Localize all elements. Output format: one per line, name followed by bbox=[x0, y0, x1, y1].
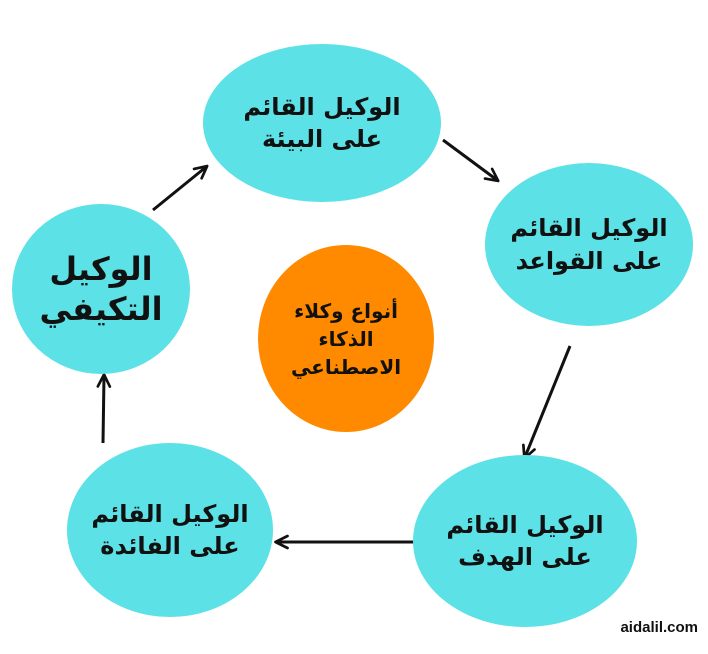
node-environment-based-agent: الوكيل القائم على البيئة bbox=[203, 44, 441, 202]
center-line-3: الاصطناعي bbox=[290, 354, 402, 379]
node-adaptive-line-2: التكيفي bbox=[39, 290, 163, 328]
node-adaptive-line-1: الوكيل bbox=[49, 250, 153, 288]
node-utility-line-1: الوكيل القائم bbox=[91, 499, 249, 528]
arrow-environment-to-rules bbox=[442, 138, 500, 183]
arrow-adaptive-to-environment bbox=[152, 164, 209, 212]
node-environment-line-2: على البيئة bbox=[262, 125, 383, 153]
center-node-ai-agent-types: أنواع وكلاء الذكاء الاصطناعي bbox=[258, 245, 434, 432]
node-rule-based-agent: الوكيل القائم على القواعد bbox=[485, 163, 693, 326]
node-goal-line-2: على الهدف bbox=[458, 543, 592, 571]
node-rules-line-2: على القواعد bbox=[515, 246, 663, 275]
node-goal-based-agent: الوكيل القائم على الهدف bbox=[413, 455, 637, 627]
center-line-2: الذكاء bbox=[318, 326, 374, 351]
node-adaptive-agent: الوكيل التكيفي bbox=[12, 204, 190, 374]
node-utility-based-agent: الوكيل القائم على الفائدة bbox=[67, 443, 273, 617]
node-utility-line-2: على الفائدة bbox=[100, 532, 240, 560]
node-rules-line-1: الوكيل القائم bbox=[510, 214, 668, 243]
arrow-utility-to-adaptive bbox=[96, 373, 112, 444]
node-environment-line-1: الوكيل القائم bbox=[243, 92, 401, 121]
center-line-1: أنواع وكلاء bbox=[294, 298, 398, 323]
watermark: aidalil.com bbox=[620, 619, 698, 636]
arrow-rules-to-goal bbox=[522, 345, 572, 460]
node-goal-line-1: الوكيل القائم bbox=[446, 510, 604, 539]
